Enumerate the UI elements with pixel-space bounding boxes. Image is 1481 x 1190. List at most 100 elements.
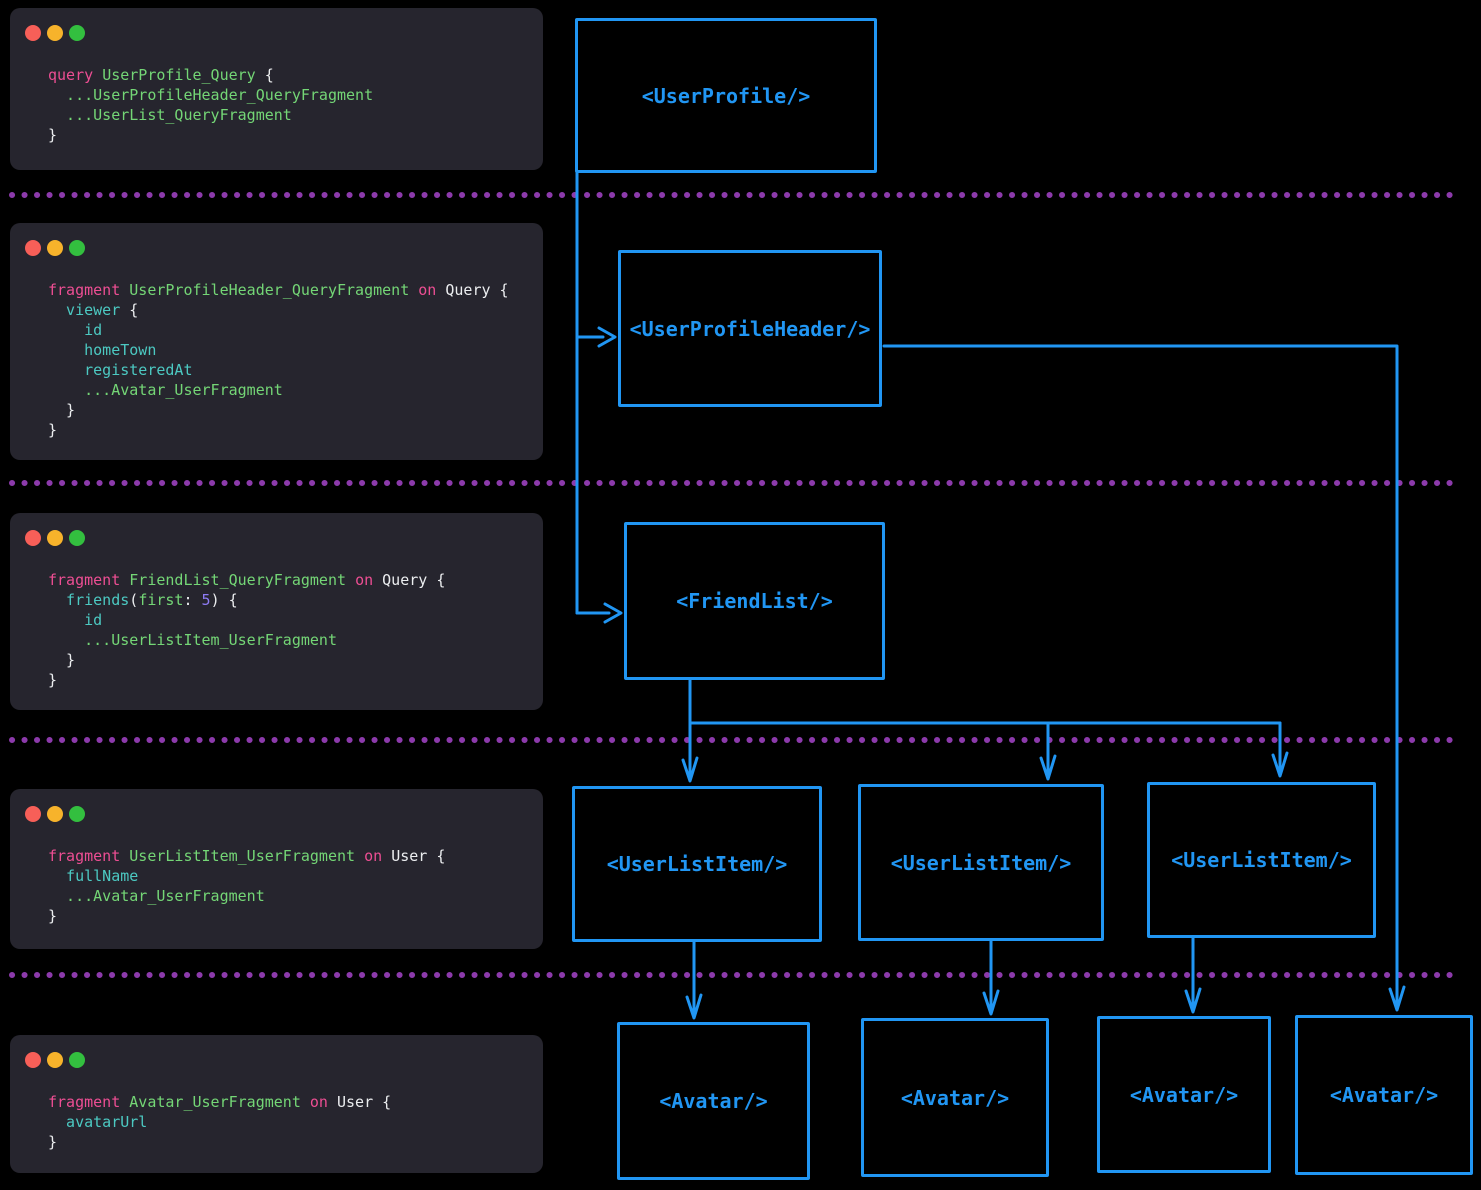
code-line: friends(first: 5) { xyxy=(48,590,445,610)
component-label: <Avatar/> xyxy=(659,1089,768,1113)
code-token: homeTown xyxy=(48,341,157,359)
code-token: Query { xyxy=(382,571,446,589)
component-box-friend-list: <FriendList/> xyxy=(624,522,885,680)
code-token: ) { xyxy=(210,591,238,609)
component-label: <Avatar/> xyxy=(1329,1083,1439,1107)
code-token: UserProfile_Query xyxy=(102,66,265,84)
code-token: fullName xyxy=(48,867,139,885)
code-token: FriendList_QueryFragment xyxy=(129,571,356,589)
connector-friendlist-branch xyxy=(688,678,1282,725)
code-token: first xyxy=(138,591,184,609)
code-window-avatar-fragment: fragment Avatar_UserFragment on User { a… xyxy=(10,1035,543,1173)
code-token: fragment xyxy=(48,281,130,299)
maximize-icon xyxy=(69,25,85,41)
code-line: id xyxy=(48,320,509,340)
code-token: } xyxy=(48,1133,58,1151)
code-token: on xyxy=(418,281,446,299)
code-line: } xyxy=(48,906,445,926)
component-label: <Avatar/> xyxy=(900,1085,1010,1110)
close-icon xyxy=(25,1052,41,1068)
component-label: <Avatar/> xyxy=(1129,1082,1239,1107)
close-icon xyxy=(25,806,41,822)
component-box-avatar-3: <Avatar/> xyxy=(1097,1016,1271,1173)
window-controls xyxy=(25,530,85,546)
window-controls xyxy=(25,806,85,822)
code-token: } xyxy=(48,907,58,925)
code-token: on xyxy=(309,1093,337,1111)
code-line: query UserProfile_Query { xyxy=(48,65,373,85)
code-line: homeTown xyxy=(48,340,509,360)
code-token: fragment xyxy=(48,847,130,865)
close-icon xyxy=(25,25,41,41)
component-box-user-list-item-2: <UserListItem/> xyxy=(858,784,1104,941)
code-window-friend-list-fragment: fragment FriendList_QueryFragment on Que… xyxy=(10,513,543,710)
code-token: Query { xyxy=(445,281,509,299)
code-token: User { xyxy=(391,847,446,865)
code-token: friends xyxy=(48,591,130,609)
code-token: ...UserProfileHeader_QueryFragment xyxy=(48,86,374,104)
component-box-avatar-1: <Avatar/> xyxy=(617,1022,810,1180)
code-line: } xyxy=(48,125,373,145)
minimize-icon xyxy=(47,530,63,546)
maximize-icon xyxy=(69,530,85,546)
code-token: ...UserListItem_UserFragment xyxy=(48,631,337,649)
code-line: ...UserProfileHeader_QueryFragment xyxy=(48,85,373,105)
connector-arrow-into-userlistitem2 xyxy=(1039,721,1057,781)
component-label: <FriendList/> xyxy=(676,589,833,613)
window-controls xyxy=(25,1052,85,1068)
window-controls xyxy=(25,25,85,41)
component-box-avatar-4: <Avatar/> xyxy=(1295,1015,1473,1175)
code-line: fullName xyxy=(48,866,445,886)
code-window-user-profile-header-fragment: fragment UserProfileHeader_QueryFragment… xyxy=(10,223,543,460)
component-box-user-profile-header: <UserProfileHeader/> xyxy=(618,250,882,407)
connector-userprofileheader-avatar4 xyxy=(882,344,1406,1012)
code-block: query UserProfile_Query { ...UserProfile… xyxy=(48,65,373,145)
minimize-icon xyxy=(47,1052,63,1068)
window-controls xyxy=(25,240,85,256)
connector-arrow-userlistitem2-avatar2 xyxy=(982,939,1000,1016)
component-box-user-list-item-3: <UserListItem/> xyxy=(1147,782,1376,938)
code-token: User { xyxy=(337,1093,392,1111)
code-line: fragment UserListItem_UserFragment on Us… xyxy=(48,846,445,866)
maximize-icon xyxy=(69,240,85,256)
code-token: } xyxy=(48,421,58,439)
code-line: fragment Avatar_UserFragment on User { xyxy=(48,1092,391,1112)
component-label: <UserProfile/> xyxy=(641,83,811,108)
maximize-icon xyxy=(69,806,85,822)
minimize-icon xyxy=(47,806,63,822)
connector-arrow-into-friendlist xyxy=(575,602,623,624)
component-label: <UserListItem/> xyxy=(890,850,1072,875)
component-box-avatar-2: <Avatar/> xyxy=(861,1018,1049,1177)
component-label: <UserListItem/> xyxy=(606,852,788,876)
code-line: } xyxy=(48,420,509,440)
code-token: registeredAt xyxy=(48,361,193,379)
code-window-user-list-item-fragment: fragment UserListItem_UserFragment on Us… xyxy=(10,789,543,949)
code-token: query xyxy=(48,66,103,84)
code-line: } xyxy=(48,400,509,420)
code-line: fragment UserProfileHeader_QueryFragment… xyxy=(48,280,509,300)
component-box-user-profile: <UserProfile/> xyxy=(575,18,877,173)
minimize-icon xyxy=(47,25,63,41)
code-token: ( xyxy=(129,591,139,609)
code-token: { xyxy=(264,66,274,84)
connector-arrow-into-userlistitem3 xyxy=(1271,721,1289,778)
code-token: UserProfileHeader_QueryFragment xyxy=(129,281,419,299)
code-line: id xyxy=(48,610,445,630)
code-line: ...UserList_QueryFragment xyxy=(48,105,373,125)
connector-arrow-into-userlistitem1 xyxy=(681,721,699,783)
code-line: ...UserListItem_UserFragment xyxy=(48,630,445,650)
code-token: ...UserList_QueryFragment xyxy=(48,106,292,124)
component-box-user-list-item-1: <UserListItem/> xyxy=(572,786,822,942)
code-block: fragment FriendList_QueryFragment on Que… xyxy=(48,570,445,690)
code-line: } xyxy=(48,650,445,670)
code-token: on xyxy=(364,847,392,865)
code-line: registeredAt xyxy=(48,360,509,380)
code-line: } xyxy=(48,1132,391,1152)
code-token: ...Avatar_UserFragment xyxy=(48,381,283,399)
code-line: viewer { xyxy=(48,300,509,320)
code-block: fragment UserListItem_UserFragment on Us… xyxy=(48,846,445,926)
code-token: avatarUrl xyxy=(48,1113,148,1131)
connector-arrow-into-userprofileheader xyxy=(575,326,617,348)
code-token: 5 xyxy=(201,591,211,609)
